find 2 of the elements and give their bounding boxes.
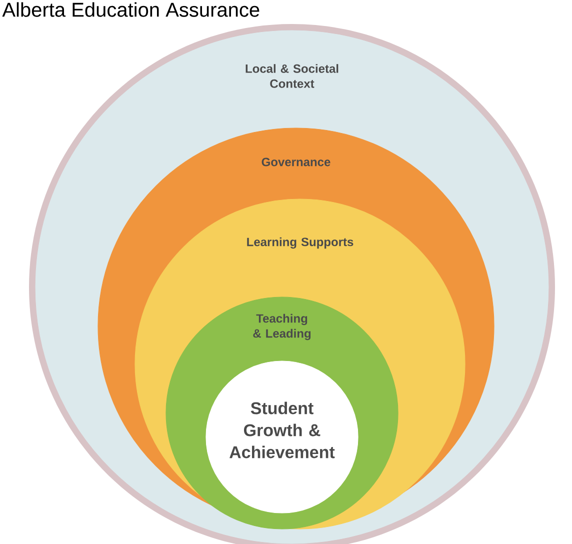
circle-ring: Student Growth & Achievement bbox=[206, 360, 358, 514]
title: Alberta Education Assurance bbox=[2, 2, 260, 17]
